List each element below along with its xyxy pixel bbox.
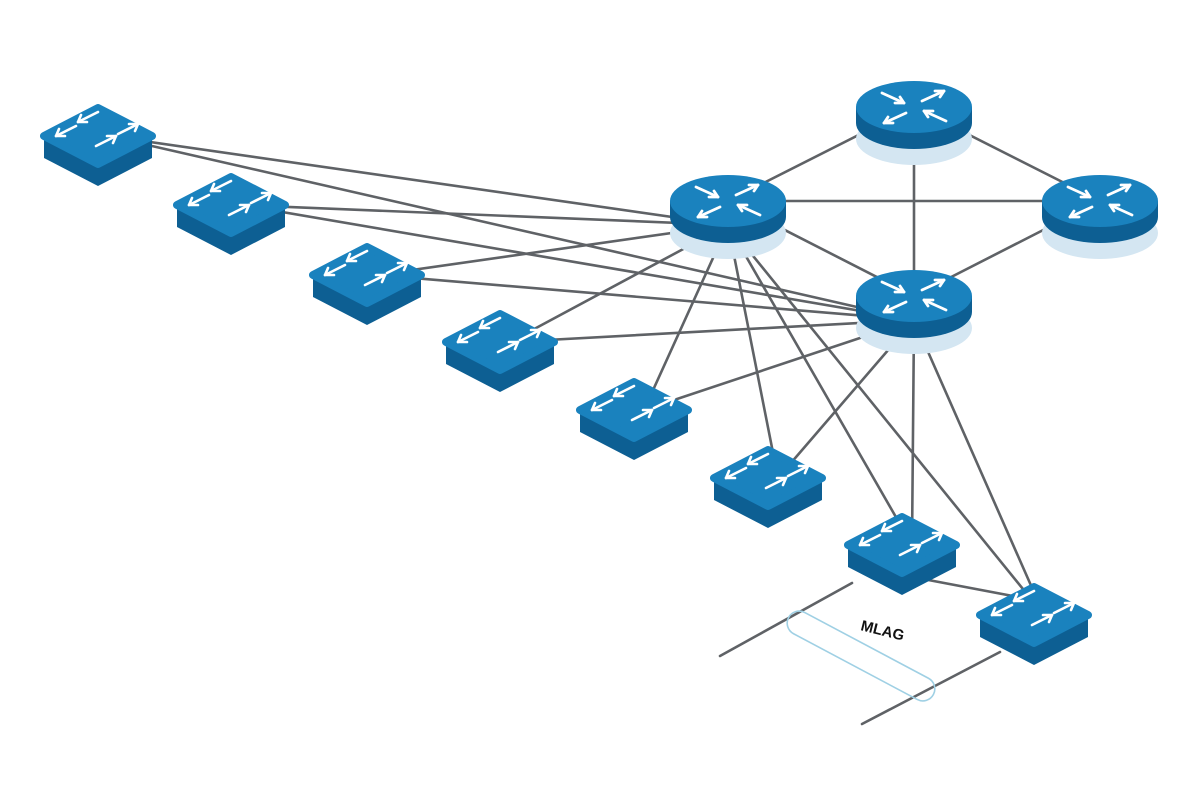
router-icon — [854, 79, 974, 167]
mlag-uplink-2 — [860, 650, 1002, 726]
router-icon — [668, 173, 788, 261]
devices — [44, 79, 1160, 665]
mlag-label: MLAG — [859, 617, 906, 644]
switch-icon — [580, 382, 688, 460]
router-icon — [854, 268, 974, 356]
mlag-uplink-1 — [718, 581, 854, 658]
router-icon — [1040, 173, 1160, 261]
switch-icon — [714, 450, 822, 528]
mlag-outline — [786, 610, 936, 702]
link-switch-2-to-mid-router — [239, 203, 916, 322]
mlag-group: MLAG — [718, 581, 1002, 726]
link-switch-1-to-left-router — [106, 134, 730, 227]
switch-icon — [313, 247, 421, 325]
link-switch-7-to-left-router — [726, 223, 914, 547]
link-switch-3-to-mid-router — [375, 273, 916, 322]
link-switch-6-to-left-router — [726, 223, 780, 480]
link-switch-8-to-left-router — [726, 223, 1046, 617]
link-switch-2-to-left-router — [239, 203, 730, 227]
link-switch-3-to-left-router — [375, 223, 730, 277]
switch-icon — [177, 177, 285, 255]
link-switch-7-to-mid-router — [910, 318, 916, 547]
switch-icon — [44, 108, 152, 186]
link-switch-4-to-mid-router — [508, 318, 916, 344]
link-switch-8-to-mid-router — [912, 318, 1046, 617]
